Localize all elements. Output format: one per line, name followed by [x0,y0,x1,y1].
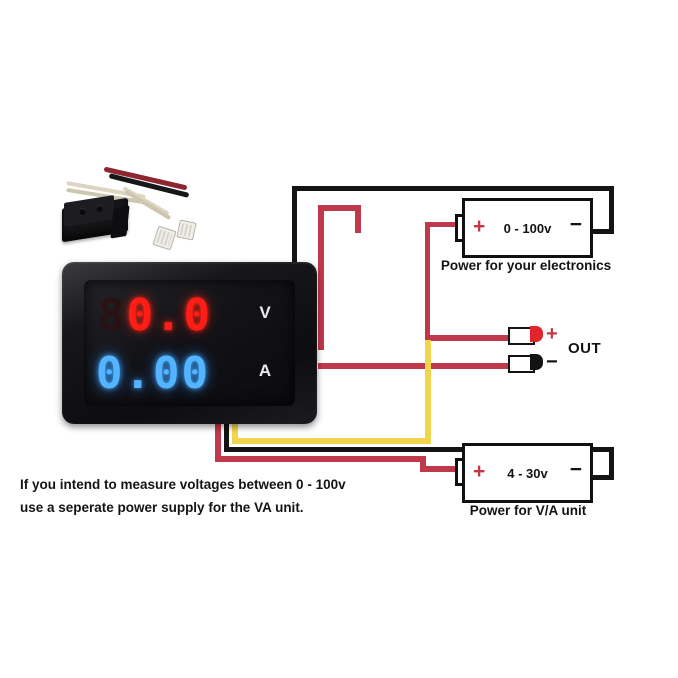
wire-red-battery-plus-lead [425,222,470,227]
voltage-unit-indicator: V [254,304,276,322]
wire-red-bottom-horizontal [215,456,426,462]
wire-red-meter-bottom-stub [215,415,221,459]
top-battery-caption: Power for your electronics [440,258,612,273]
bottom-battery: + 4 - 30v − [462,443,593,503]
top-battery-plus-sign: + [473,215,486,238]
wire-black-bottom-horizontal [224,447,614,452]
wire-yellow-bottom-horizontal [232,438,431,444]
bottom-battery-plus-sign: + [473,460,486,483]
wire-yellow-meter-stub [232,420,238,442]
wire-black-top-horizontal [292,186,614,191]
note-line-2: use a seperate power supply for the VA u… [20,500,304,516]
wire-red-to-bottom-battery-plus [420,466,472,472]
meter-module-side [110,205,130,239]
wire-yellow-vertical [425,340,431,444]
current-readout: 0.00 [96,352,210,396]
volt-letter: V [259,303,271,322]
current-value: 0.00 [96,348,210,399]
voltage-value: 0.0 [126,290,212,341]
wire-red-down-from-battery [425,222,430,340]
wire-black-right-down [609,186,614,234]
top-battery-label: 0 - 100v [503,221,552,236]
wire-black-to-bottom-battery-minus [585,475,614,480]
jst-connector-3pin [152,225,177,251]
wire-black-vertical-left [292,186,297,296]
module-hole-2 [96,205,103,212]
bottom-battery-minus-sign: − [569,458,582,481]
module-hole-1 [79,208,86,215]
harness-wire-white-4 [124,189,172,221]
voltage-readout: 8 0.0 [98,294,212,338]
wire-red-mid-horizontal [318,363,510,369]
wire-red-to-out-plus [425,335,510,341]
out-plus-sign: + [546,323,558,345]
note-line-1: If you intend to measure voltages betwee… [20,477,346,492]
wire-red-meter-upper-vertical [318,205,324,350]
wire-black-bottom-right-down [609,447,614,480]
instruction-note: If you intend to measure voltages betwee… [20,473,360,519]
out-label: OUT [568,340,602,357]
wire-red-upper-left-stub [355,205,361,233]
meter-screen: 8 0.0 0.00 V A [84,280,295,406]
amp-letter: A [258,361,272,380]
bottom-battery-caption: Power for V/A unit [469,503,587,518]
voltage-ghost-digit: 8 [98,290,127,341]
out-plus-tip [530,326,543,342]
panel-meter: 8 0.0 0.00 V A [62,262,317,424]
wire-red-bottom-step-down [420,456,426,470]
wire-red-meter-upper-top [318,205,360,211]
current-unit-indicator: A [254,362,276,380]
top-battery: + 0 - 100v − [462,198,593,258]
out-minus-sign: − [546,351,558,373]
out-minus-tip [530,354,543,370]
wire-black-meter-bottom-stub [224,418,229,448]
top-battery-minus-sign: − [569,213,582,236]
jst-connector-2pin [176,219,197,241]
wire-black-to-battery-minus [584,229,614,234]
bottom-battery-label: 4 - 30v [507,466,548,481]
